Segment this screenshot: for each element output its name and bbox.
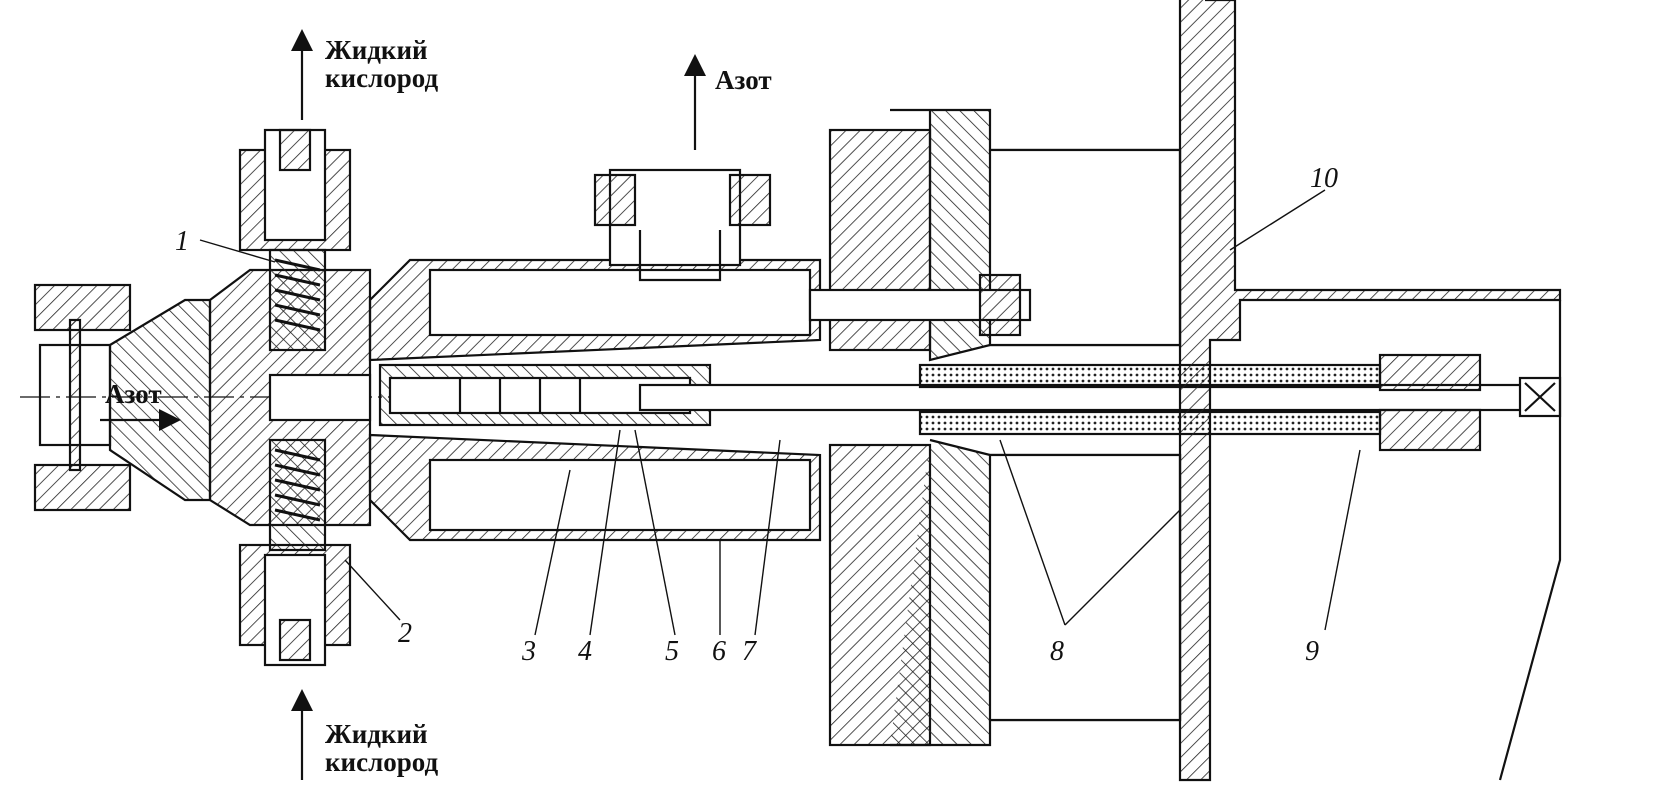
nitrogen-inlet-label: Азот (105, 379, 162, 409)
callout-3: 3 (522, 636, 536, 667)
pump-housing-left (208, 268, 372, 527)
callout-7: 7 (742, 636, 756, 667)
gland-flange-housing (808, 108, 1182, 747)
nitrogen-outlet-nozzle (593, 168, 772, 282)
callout-4: 4 (578, 636, 592, 667)
leader-8b (1064, 509, 1181, 626)
callout-5: 5 (665, 636, 679, 667)
lox-bottom-label: Жидкий кислород (325, 719, 439, 777)
leader-1 (199, 239, 276, 263)
leader-10 (1229, 189, 1326, 251)
callout-8: 8 (1050, 636, 1064, 667)
leader-9 (1324, 449, 1361, 631)
lower-check-valve (238, 438, 352, 667)
cylinder-housing (368, 258, 822, 542)
leader-3 (534, 469, 571, 636)
callout-10: 10 (1310, 163, 1338, 194)
gland-packing (918, 353, 1482, 452)
lox-top-label: Жидкий кислород (325, 35, 439, 93)
leader-7 (754, 439, 781, 636)
callout-6: 6 (712, 636, 726, 667)
leader-8a (999, 439, 1066, 626)
upper-check-valve (238, 128, 352, 352)
callout-9: 9 (1305, 636, 1319, 667)
leader-4 (589, 429, 621, 636)
callout-2: 2 (398, 618, 412, 649)
leader-5 (634, 429, 676, 636)
callout-1: 1 (175, 226, 189, 257)
nitrogen-top-label: Азот (715, 65, 772, 95)
wall-bracket (1178, 0, 1562, 782)
leader-2 (344, 559, 401, 621)
